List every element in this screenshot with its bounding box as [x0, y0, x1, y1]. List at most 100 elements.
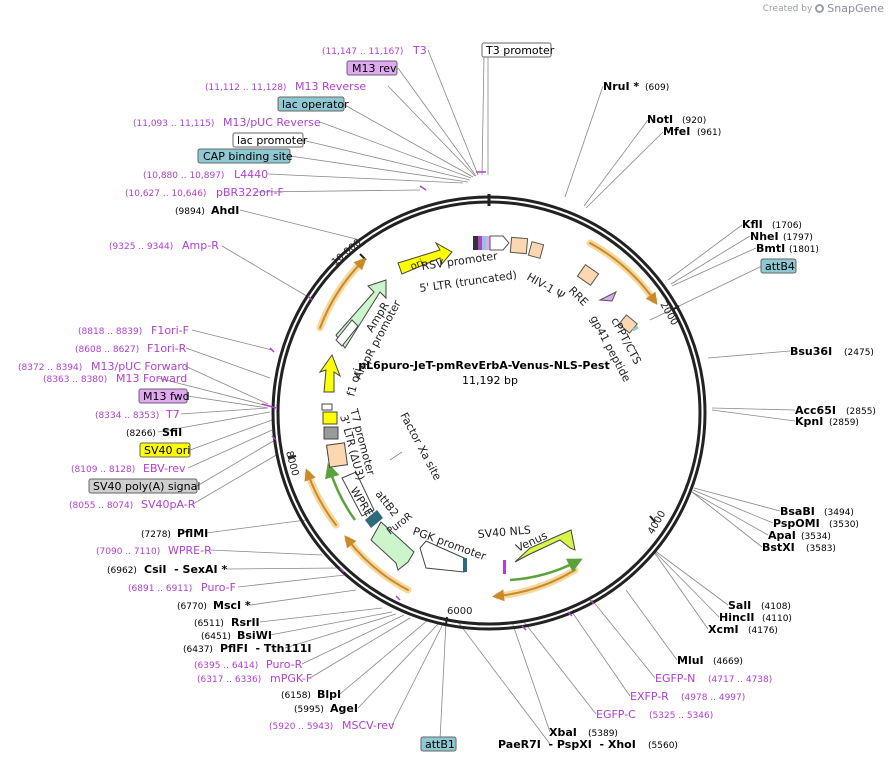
- inner-label-5ltr: 5' LTR (truncated): [419, 268, 518, 295]
- l4440-range: (10,880 .. 10,897): [143, 171, 224, 181]
- plasmid-name: pL6puro-JeT-pmRevErbA-Venus-NLS-Pest: [358, 359, 610, 372]
- m13puc-forward-range: (8372 .. 8394): [18, 363, 82, 373]
- paer7i-range: (5560): [648, 741, 678, 751]
- egfp-c-range: (5325 .. 5346): [649, 711, 713, 721]
- m13forward-range: (8363 .. 8380): [43, 375, 107, 385]
- sali-range: (4108): [761, 602, 791, 612]
- m13forward-name: M13 Forward: [116, 372, 187, 385]
- inner-label-rre: RRE: [566, 284, 591, 309]
- attb1-label: attB1: [425, 738, 455, 751]
- mfei-name: MfeI: [663, 125, 690, 138]
- l4440-name: L4440: [234, 168, 268, 181]
- blpi-range: (6158): [281, 691, 311, 701]
- inner-label-ori: ori: [409, 258, 425, 273]
- agei-range: (5995): [294, 705, 324, 715]
- pspomi-range: (3530): [829, 520, 859, 530]
- lac-operator-label: lac operator: [282, 98, 349, 111]
- agei-name: AgeI: [330, 702, 358, 715]
- t7-name: T7: [165, 408, 180, 421]
- xcmi-name: XcmI: [708, 623, 739, 636]
- f1ori-r-name: F1ori-R: [147, 342, 187, 355]
- mfei-range: (961): [697, 128, 721, 138]
- ebv-rev-range: (8109 .. 8128): [71, 465, 135, 475]
- bmti-name: BmtI: [756, 242, 785, 255]
- wpre-r-name: WPRE-R: [168, 544, 212, 557]
- ahdi-range: (9894): [175, 207, 205, 217]
- mpgk-f-name: mPGK-F: [270, 672, 312, 685]
- exfp-r-range: (4978 .. 4997): [681, 693, 745, 703]
- plasmid-length: 11,192 bp: [462, 374, 518, 387]
- attb4-label: attB4: [765, 260, 795, 273]
- backbone-inner: [276, 200, 702, 626]
- sv40pa-r-range: (8055 .. 8074): [69, 501, 133, 511]
- sfii-range: (8266): [126, 429, 156, 439]
- lac-promoter-label: lac promoter: [237, 134, 308, 147]
- puro-f-range: (6891 .. 6911): [128, 584, 192, 594]
- paer7i-name: PaeR7I - PspXI - XhoI: [498, 738, 636, 751]
- mpgk-f-range: (6317 .. 6336): [197, 675, 261, 685]
- inner-feature-labels: RSV promoter 5' LTR (truncated) HIV-1 Ψ …: [337, 249, 644, 563]
- kfli-range: (1706): [772, 221, 802, 231]
- bsiwi-name: BsiWI: [237, 629, 272, 642]
- sv40polya-label: SV40 poly(A) signal: [93, 480, 200, 493]
- nhei-range: (1797): [783, 233, 813, 243]
- pbr322ori-range: (10,627 .. 10,646): [125, 189, 206, 199]
- kpni-range: (2859): [829, 418, 859, 428]
- ebv-rev-name: EBV-rev: [143, 462, 186, 475]
- m13puc-reverse-range: (11,093 .. 11,115): [133, 119, 214, 129]
- bsabi-range: (3494): [824, 508, 854, 518]
- hincii-name: HincII: [719, 611, 755, 624]
- puro-r-name: Puro-R: [266, 658, 303, 671]
- f1ori-r-range: (8608 .. 8627): [75, 345, 139, 355]
- t3-name: T3: [412, 44, 427, 57]
- primer-ticks: [261, 171, 595, 631]
- pflfi-name: PflFI - Tth111I: [220, 642, 312, 655]
- pflmi-name: PflMI: [177, 527, 208, 540]
- acc65i-range: (2855): [846, 407, 876, 417]
- mlui-name: MluI: [677, 654, 704, 667]
- m13rev-label: M13 rev: [352, 62, 397, 75]
- tick-label-4000: 4000: [646, 509, 668, 537]
- hincii-range: (4110): [762, 614, 792, 624]
- t7-range: (8334 .. 8353): [95, 411, 159, 421]
- xbai-range: (5389): [588, 729, 618, 739]
- inner-label-hiv: HIV-1 Ψ: [525, 270, 568, 302]
- sv40ori-label: SV40 ori: [144, 444, 190, 457]
- sv40pa-r-name: SV40pA-R: [141, 498, 196, 511]
- snapgene-branding: Created by SnapGene: [763, 2, 884, 15]
- mscv-rev-name: MSCV-rev: [342, 719, 395, 732]
- m13puc-forward-name: M13/pUC Forward: [91, 360, 189, 373]
- nrui-range: (609): [645, 83, 669, 93]
- right-labels: PaeR7I - PspXI - XhoI (5560) XbaI (5389)…: [498, 80, 876, 751]
- egfp-n-range: (4717 .. 4738): [708, 675, 772, 685]
- branding-caption: Created by: [762, 3, 813, 14]
- bstxi-name: BstXI: [762, 541, 795, 554]
- kpni-name: KpnI: [795, 415, 823, 428]
- blpi-name: BlpI: [317, 688, 341, 701]
- snapgene-logo-icon: [815, 4, 825, 13]
- nhei-name: NheI: [750, 230, 779, 243]
- tick-label-6000: 6000: [447, 606, 472, 617]
- xcmi-range: (4176): [748, 626, 778, 636]
- nrui-name: NruI *: [603, 80, 639, 93]
- t3-promoter-label: T3 promoter: [485, 44, 555, 57]
- sfii-name: SfiI: [162, 426, 182, 439]
- bmti-range: (1801): [789, 245, 819, 255]
- orange-arcs: [304, 239, 658, 602]
- bsabi-name: BsaBI: [780, 505, 815, 518]
- egfp-c-name: EGFP-C: [596, 708, 636, 721]
- pspomi-name: PspOMI: [773, 517, 820, 530]
- msci-range: (6770): [177, 602, 207, 612]
- apai-range: (3534): [801, 532, 831, 542]
- inner-label-sv40nls: SV40 NLS: [477, 523, 531, 541]
- noti-name: NotI: [647, 113, 673, 126]
- rsrii-range: (6511): [194, 619, 224, 629]
- ahdi-name: AhdI: [211, 204, 239, 217]
- f1ori-f-name: F1ori-F: [151, 324, 189, 337]
- csii-range: (6962): [107, 566, 137, 576]
- branding-name: SnapGene: [827, 2, 884, 15]
- puro-r-range: (6395 .. 6414): [194, 661, 258, 671]
- puro-f-name: Puro-F: [201, 581, 236, 594]
- sali-name: SalI: [728, 599, 751, 612]
